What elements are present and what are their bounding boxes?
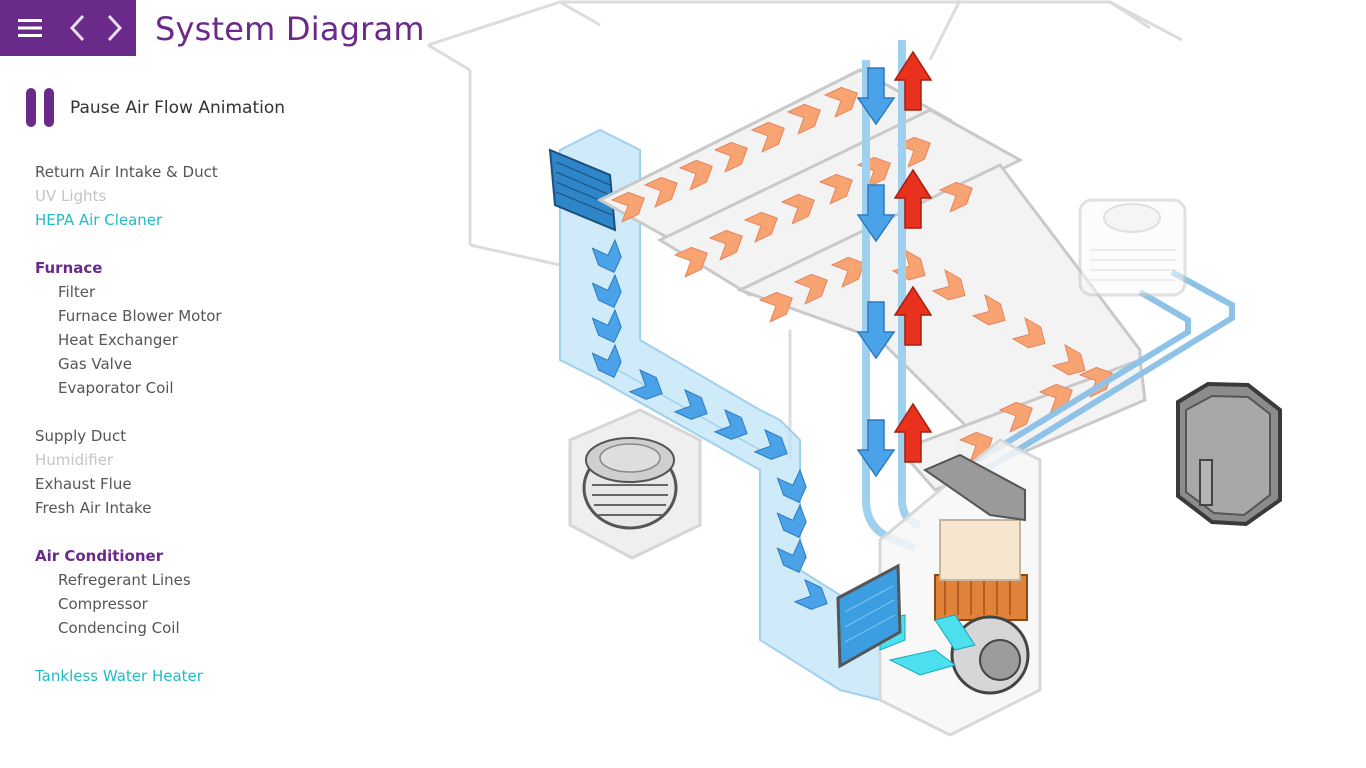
menu-button[interactable]	[0, 0, 60, 56]
pause-icon	[26, 88, 54, 127]
pause-animation-label: Pause Air Flow Animation	[70, 97, 286, 118]
house-outline	[427, 0, 1183, 460]
refrigerant-lines[interactable]	[976, 269, 1235, 473]
nav-air-conditioner[interactable]: Air Conditioner	[35, 547, 164, 565]
page-title: System Diagram	[155, 10, 425, 48]
nav-furnace-blower-motor[interactable]: Furnace Blower Motor	[58, 307, 222, 325]
pause-animation-button[interactable]: Pause Air Flow Animation	[26, 88, 285, 127]
nav-humidifier[interactable]: Humidifier	[35, 451, 114, 469]
nav-gas-valve[interactable]: Gas Valve	[58, 355, 132, 373]
nav-spacer	[35, 400, 295, 424]
tankless-water-heater[interactable]	[1176, 381, 1282, 527]
forward-button[interactable]	[96, 0, 132, 56]
nav-heat-exchanger[interactable]: Heat Exchanger	[58, 331, 178, 349]
component-nav: Return Air Intake & Duct UV Lights HEPA …	[35, 160, 295, 688]
nav-filter[interactable]: Filter	[58, 283, 96, 301]
nav-condensing-coil[interactable]: Condencing Coil	[58, 619, 180, 637]
air-conditioner-unit[interactable]	[568, 408, 702, 560]
nav-uv-lights[interactable]: UV Lights	[35, 187, 107, 205]
nav-refrigerant-lines[interactable]: Refregerant Lines	[58, 571, 191, 589]
nav-supply-duct[interactable]: Supply Duct	[35, 427, 127, 445]
back-button[interactable]	[60, 0, 96, 56]
nav-tankless-water-heater[interactable]: Tankless Water Heater	[35, 667, 203, 685]
nav-exhaust-flue[interactable]: Exhaust Flue	[35, 475, 132, 493]
chevron-left-icon	[69, 14, 85, 42]
nav-spacer	[35, 640, 295, 664]
return-air-grille[interactable]	[548, 148, 617, 232]
nav-hepa-air-cleaner[interactable]: HEPA Air Cleaner	[35, 211, 163, 229]
nav-fresh-air-intake[interactable]: Fresh Air Intake	[35, 499, 152, 517]
nav-return-air-intake[interactable]: Return Air Intake & Duct	[35, 163, 218, 181]
hepa-air-cleaner[interactable]	[836, 563, 902, 669]
chevron-right-icon	[107, 14, 123, 42]
fresh-air-arrows	[856, 67, 896, 478]
exhaust-arrows	[893, 50, 933, 463]
nav-spacer	[35, 520, 295, 544]
hamburger-icon	[18, 19, 42, 37]
condensing-coil-unit[interactable]	[1078, 198, 1187, 297]
hvac-diagram	[427, 0, 1282, 737]
nav-evaporator-coil[interactable]: Evaporator Coil	[58, 379, 174, 397]
nav-spacer	[35, 232, 295, 256]
nav-compressor[interactable]: Compressor	[58, 595, 148, 613]
top-toolbar	[0, 0, 136, 56]
nav-furnace[interactable]: Furnace	[35, 259, 103, 277]
